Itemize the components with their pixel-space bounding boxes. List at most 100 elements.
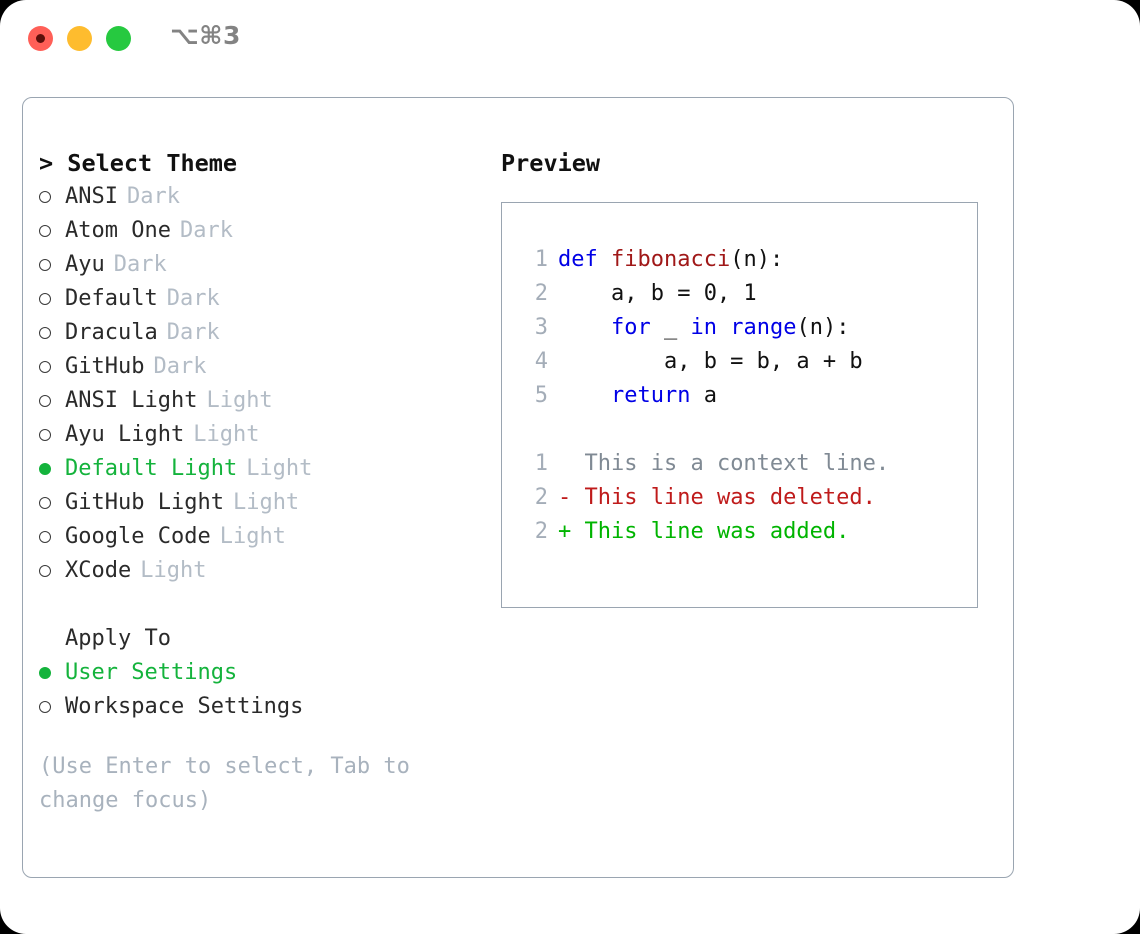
code-token: _ <box>650 315 691 340</box>
theme-option-xcode[interactable]: XCode Light <box>39 554 469 588</box>
radio-unselected-icon <box>39 486 65 520</box>
radio-unselected-icon <box>39 180 65 214</box>
code-token <box>558 311 611 345</box>
theme-option-github[interactable]: GitHub Dark <box>39 350 469 384</box>
radio-unselected-icon <box>39 690 65 724</box>
code-token: a, b = 0, 1 <box>558 281 757 306</box>
maximize-button[interactable] <box>106 26 131 51</box>
page-title: > Select Theme <box>39 149 238 177</box>
theme-option-label: GitHub <box>65 354 145 379</box>
theme-option-default[interactable]: Default Dark <box>39 282 469 316</box>
diff-line-add: 2 + This line was added. <box>518 515 889 549</box>
theme-option-default-light[interactable]: Default Light Light <box>39 452 469 486</box>
code-line: 3 for _ in range(n): <box>518 311 889 345</box>
theme-variant-tag: Light <box>193 422 260 447</box>
diff-text: This is a context line. <box>571 451 890 476</box>
code-token: range <box>730 315 797 340</box>
theme-variant-tag: Light <box>246 456 313 481</box>
radio-unselected-icon <box>39 248 65 282</box>
theme-option-label: Dracula <box>65 320 158 345</box>
radio-unselected-icon <box>39 214 65 248</box>
minimize-button[interactable] <box>67 26 92 51</box>
theme-variant-tag: Light <box>140 558 207 583</box>
line-number: 2 <box>534 519 548 544</box>
diff-sign: - <box>558 485 572 510</box>
list-spacer <box>39 588 469 622</box>
theme-option-label: Google Code <box>65 524 211 549</box>
diff-sign: + <box>558 519 572 544</box>
heading-marker-placeholder <box>39 622 65 656</box>
theme-option-label: ANSI Light <box>65 388 198 413</box>
code-blank-line <box>518 413 889 447</box>
radio-unselected-icon <box>39 350 65 384</box>
theme-option-label: GitHub Light <box>65 490 224 515</box>
apply-to-option-label: User Settings <box>65 660 238 685</box>
line-number: 1 <box>534 247 548 272</box>
apply-to-heading: Apply To <box>39 622 469 656</box>
code-token: (n): <box>796 315 850 340</box>
code-token: (n): <box>730 247 784 272</box>
radio-selected-icon <box>39 452 65 486</box>
code-token: a <box>690 383 717 408</box>
line-number: 2 <box>534 485 548 510</box>
theme-variant-tag: Dark <box>113 252 167 277</box>
theme-option-label: Default <box>65 286 158 311</box>
traffic-light-buttons <box>28 26 131 51</box>
keyboard-hint-text: (Use Enter to select, Tab to change focu… <box>39 754 424 813</box>
theme-variant-tag: Light <box>206 388 273 413</box>
code-token: for <box>610 315 651 340</box>
theme-option-label: Ayu Light <box>65 422 185 447</box>
theme-option-label: Default Light <box>65 456 238 481</box>
apply-to-option-workspace-settings[interactable]: Workspace Settings <box>39 690 469 724</box>
title-bar: ⌥⌘3 <box>0 0 1140 78</box>
line-number: 3 <box>534 315 548 340</box>
code-token: a, b = b, a + b <box>558 349 863 374</box>
code-line: 2 a, b = 0, 1 <box>518 277 889 311</box>
diff-text: This line was added. <box>571 519 850 544</box>
line-number: 5 <box>534 383 548 408</box>
code-token <box>558 379 611 413</box>
apply-to-heading-label: Apply To <box>65 626 171 651</box>
close-button[interactable] <box>28 26 53 51</box>
radio-unselected-icon <box>39 316 65 350</box>
code-line: 4 a, b = b, a + b <box>518 345 889 379</box>
code-token: return <box>610 383 691 408</box>
code-line: 1 def fibonacci(n): <box>518 243 889 277</box>
radio-unselected-icon <box>39 554 65 588</box>
theme-option-label: ANSI <box>65 184 118 209</box>
radio-unselected-icon <box>39 520 65 554</box>
radio-unselected-icon <box>39 384 65 418</box>
code-token: def <box>558 247 611 272</box>
line-number: 4 <box>534 349 548 374</box>
apply-to-option-user-settings[interactable]: User Settings <box>39 656 469 690</box>
theme-variant-tag: Dark <box>153 354 207 379</box>
theme-variant-tag: Dark <box>126 184 180 209</box>
apply-to-option-label: Workspace Settings <box>65 694 304 719</box>
diff-line-ctx: 1 This is a context line. <box>518 447 889 481</box>
theme-option-ansi-light[interactable]: ANSI Light Light <box>39 384 469 418</box>
theme-variant-tag: Light <box>219 524 286 549</box>
preview-title: Preview <box>501 149 601 177</box>
theme-variant-tag: Dark <box>166 286 220 311</box>
radio-unselected-icon <box>39 418 65 452</box>
theme-option-google-code[interactable]: Google Code Light <box>39 520 469 554</box>
recording-indicator-icon <box>36 34 45 43</box>
theme-option-label: Atom One <box>65 218 171 243</box>
theme-option-ayu-light[interactable]: Ayu Light Light <box>39 418 469 452</box>
diff-sign <box>558 447 571 481</box>
code-token: fibonacci <box>610 247 731 272</box>
theme-option-ansi[interactable]: ANSI Dark <box>39 180 469 214</box>
theme-option-label: XCode <box>65 558 132 583</box>
line-number: 1 <box>534 451 548 476</box>
